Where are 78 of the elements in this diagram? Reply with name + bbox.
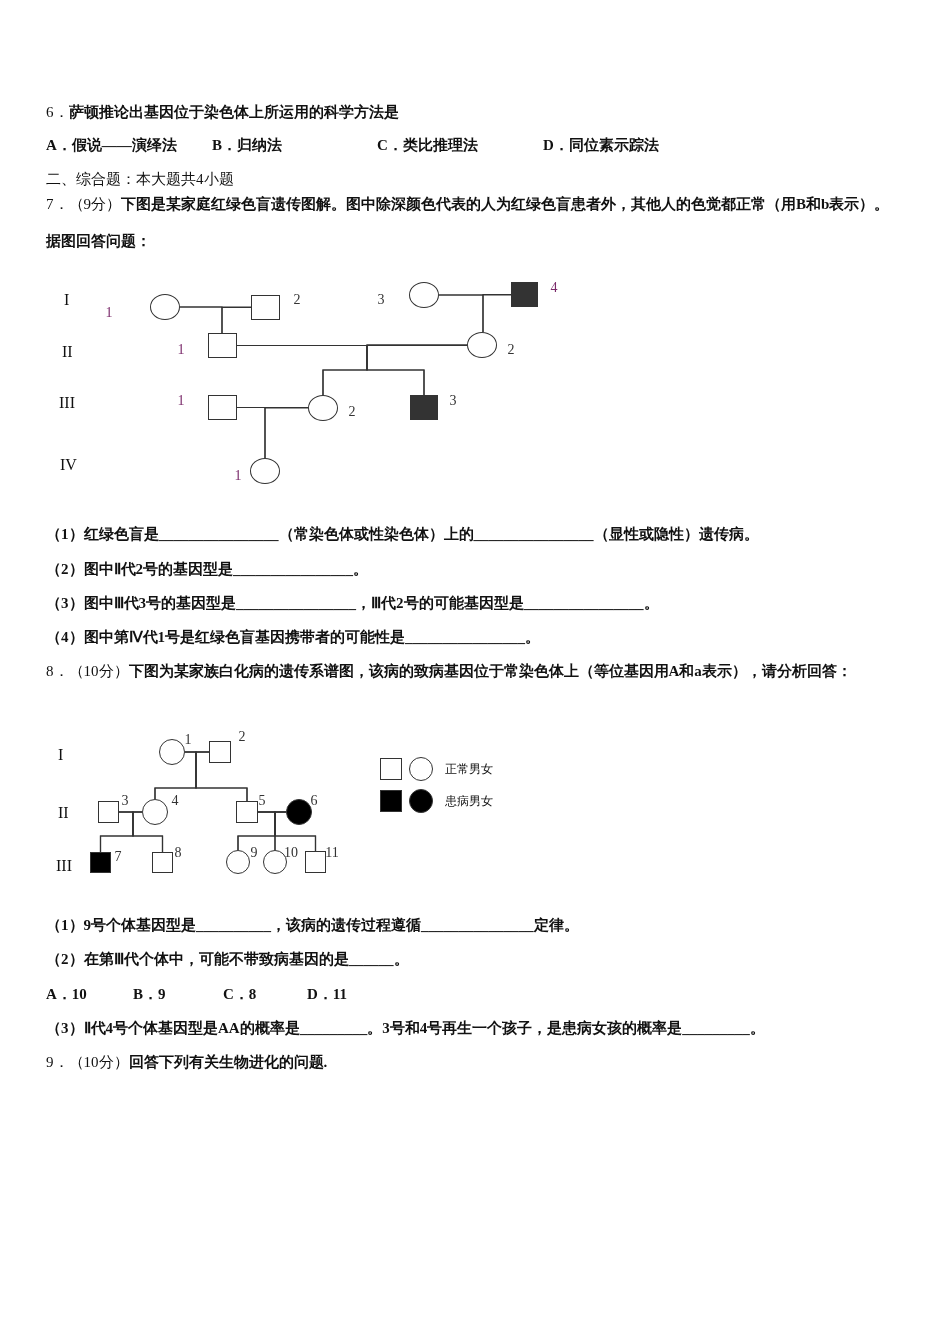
question-text: 6．萨顿推论出基因位于染色体上所运用的科学方法是 xyxy=(46,103,399,122)
generation-label: II xyxy=(58,803,69,823)
affected-male-square xyxy=(90,852,111,873)
individual-number: 5 xyxy=(258,793,266,809)
male-square xyxy=(209,741,231,763)
answer-option: C．类比推理法 xyxy=(377,135,478,155)
question-text: 9．（10分）回答下列有关生物进化的问题. xyxy=(46,1053,328,1072)
answer-option: A．假说——演绎法 xyxy=(46,135,177,155)
question-text: （2）图中Ⅱ代2号的基因型是________________。 xyxy=(46,560,368,579)
individual-number: 2 xyxy=(507,342,515,358)
individual-number: 1 xyxy=(105,305,113,321)
answer-option: A．10 xyxy=(46,984,87,1004)
female-circle xyxy=(263,850,287,874)
individual-number: 10 xyxy=(284,845,298,861)
individual-number: 8 xyxy=(174,845,182,861)
affected-female-circle xyxy=(286,799,312,825)
female-circle xyxy=(250,458,280,484)
generation-label: III xyxy=(59,393,75,413)
individual-number: 1 xyxy=(177,393,185,409)
male-square xyxy=(208,333,237,358)
generation-label: IV xyxy=(60,455,77,475)
legend-text: 正常男女 xyxy=(445,762,493,776)
pedigree-line xyxy=(482,293,512,333)
individual-number: 1 xyxy=(234,468,242,484)
individual-number: 4 xyxy=(550,280,558,296)
female-circle xyxy=(150,294,180,320)
male-square xyxy=(305,851,326,873)
section-heading: 二、综合题：本大题共4小题 xyxy=(46,170,234,189)
male-square xyxy=(208,395,237,420)
individual-number: 1 xyxy=(184,732,192,748)
individual-number: 7 xyxy=(114,849,122,865)
individual-number: 2 xyxy=(348,404,356,420)
legend-text: 患病男女 xyxy=(445,794,493,808)
affected-male-square xyxy=(511,282,538,307)
generation-label: II xyxy=(62,342,73,362)
individual-number: 11 xyxy=(325,845,339,861)
individual-number: 6 xyxy=(310,793,318,809)
female-circle xyxy=(308,395,338,421)
individual-number: 2 xyxy=(238,729,246,745)
answer-option: D．11 xyxy=(307,984,347,1004)
female-circle xyxy=(159,739,185,765)
individual-number: 9 xyxy=(250,845,258,861)
male-square xyxy=(251,295,280,320)
pedigree-line xyxy=(132,811,164,853)
pedigree-line xyxy=(264,407,309,459)
generation-label: III xyxy=(56,856,72,876)
male-square xyxy=(152,852,173,873)
question-text: 8．（10分）下图为某家族白化病的遗传系谱图，该病的致病基因位于常染色体上（等位基因用A和a表示），请分析回答： xyxy=(46,662,853,681)
question-text: 7．（9分）下图是某家庭红绿色盲遗传图解。图中除深颜色代表的人为红绿色盲患者外，其他人的色觉都正常（用B和b表示）。据图回答问题： xyxy=(46,195,891,251)
question-text: （3）图中Ⅲ代3号的基因型是________________，Ⅲ代2号的可能基因型是________________。 xyxy=(46,594,659,613)
answer-option: B．归纳法 xyxy=(212,135,282,155)
pedigree-line xyxy=(221,306,252,334)
question-text: （4）图中第Ⅳ代1号是红绿色盲基因携带者的可能性是________________。 xyxy=(46,628,540,647)
individual-number: 3 xyxy=(449,393,457,409)
individual-number: 2 xyxy=(293,292,301,308)
question-text: （2）在第Ⅲ代个体中，可能不带致病基因的是______。 xyxy=(46,950,409,969)
pedigree-line xyxy=(195,751,248,802)
question-text: （1）9号个体基因型是__________，该病的遗传过程遵循_______________定律。 xyxy=(46,916,579,935)
answer-option: B．9 xyxy=(133,984,166,1004)
question-text: （1）红绿色盲是________________（常染色体或性染色体）上的________________（显性或隐性）遗传病。 xyxy=(46,525,759,544)
female-circle xyxy=(226,850,250,874)
affected-male-square xyxy=(410,395,438,420)
female-circle xyxy=(467,332,497,358)
individual-number: 4 xyxy=(171,793,179,809)
individual-number: 3 xyxy=(377,292,385,308)
male-square xyxy=(236,801,258,823)
individual-number: 3 xyxy=(121,793,129,809)
answer-option: D．同位素示踪法 xyxy=(543,135,659,155)
generation-label: I xyxy=(64,290,70,310)
female-circle xyxy=(409,282,439,308)
female-circle xyxy=(142,799,168,825)
answer-option: C．8 xyxy=(223,984,257,1004)
question-text: （3）Ⅱ代4号个体基因型是AA的概率是_________。3号和4号再生一个孩子，是患病女孩的概率是_________。 xyxy=(46,1019,765,1038)
individual-number: 1 xyxy=(177,342,185,358)
pedigree-line xyxy=(366,344,468,396)
generation-label: I xyxy=(58,745,64,765)
male-square xyxy=(98,801,119,823)
pedigree-line xyxy=(274,811,317,852)
